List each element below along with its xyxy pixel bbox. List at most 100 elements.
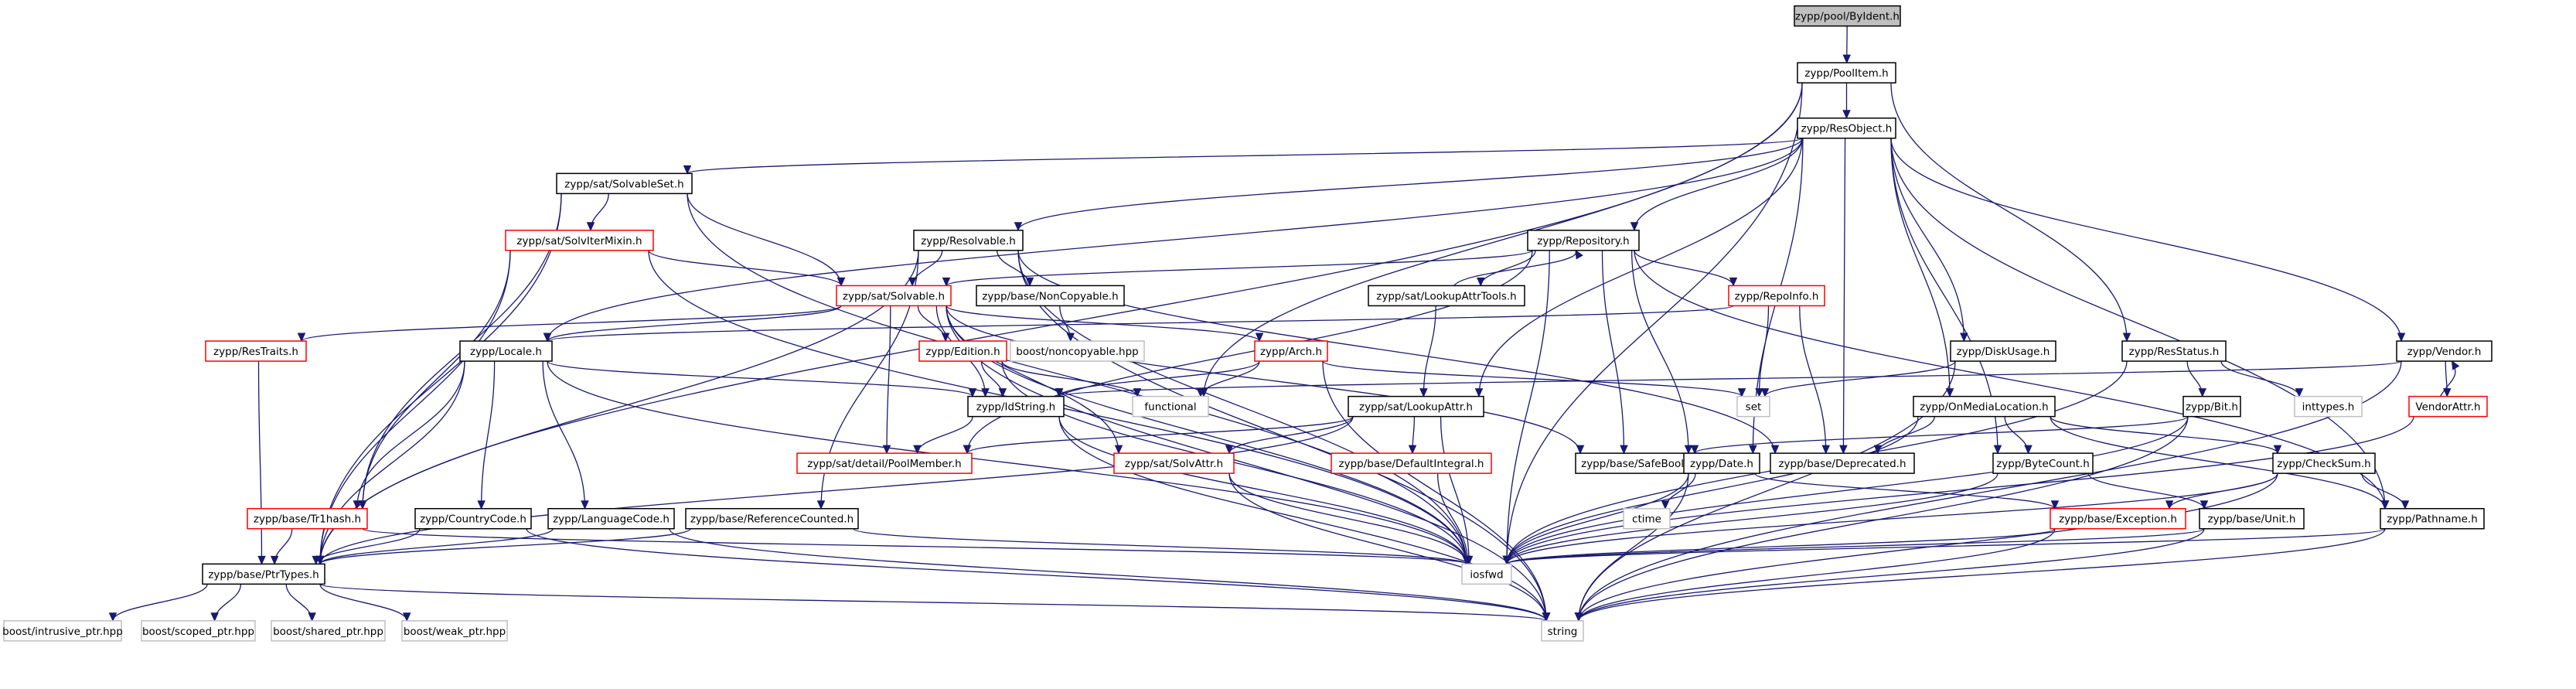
edge-arrowhead	[1476, 277, 1485, 287]
node-date[interactable]: zypp/Date.h	[1683, 452, 1760, 474]
node-bytecount[interactable]: zypp/ByteCount.h	[1992, 452, 2094, 474]
node-trhash[interactable]: zypp/base/Tr1hash.h	[247, 507, 368, 530]
node-label: zypp/RepoInfo.h	[1735, 290, 1819, 302]
node-box	[2050, 507, 2186, 530]
edge-line	[480, 361, 496, 509]
node-bit[interactable]: zypp/Bit.h	[2182, 395, 2241, 418]
node-safebool[interactable]: zypp/base/SafeBool.h	[1575, 452, 1700, 474]
node-label: boost/scoped_ptr.hpp	[142, 626, 254, 638]
node-edition[interactable]: zypp/Edition.h	[918, 340, 1007, 362]
node-label: inttypes.h	[2302, 401, 2355, 414]
edge-solvitermixin-to-solvable	[648, 250, 846, 287]
node-arch[interactable]: zypp/Arch.h	[1254, 340, 1328, 362]
node-solvitermixin[interactable]: zypp/sat/SolvIterMixin.h	[505, 230, 654, 251]
edge-lookupattr-to-defaultintegral	[1408, 416, 1417, 455]
node-defaultintegral[interactable]: zypp/base/DefaultIntegral.h	[1331, 452, 1492, 474]
node-repository[interactable]: zypp/Repository.h	[1527, 230, 1640, 251]
node-solvable[interactable]: zypp/sat/Solvable.h	[836, 285, 952, 307]
edge-arrowhead	[1755, 388, 1763, 397]
node-checksum[interactable]: zypp/CheckSum.h	[2272, 452, 2376, 474]
edge-arrowhead	[1842, 110, 1851, 119]
node-onmedialocation[interactable]: zypp/OnMediaLocation.h	[1913, 395, 2056, 418]
node-byident[interactable]: zypp/pool/ByIdent.h	[1794, 5, 1901, 27]
edge-line	[1601, 250, 1625, 454]
edge-line	[319, 83, 1803, 565]
edge-arrowhead	[1408, 445, 1417, 455]
node-label: zypp/LanguageCode.h	[553, 513, 670, 526]
edge-repoinfo-to-set	[1755, 305, 1770, 397]
node-vendorattr[interactable]: VendorAttr.h	[2408, 395, 2488, 418]
edge-line	[547, 305, 1734, 342]
node-box	[459, 340, 553, 362]
node-lookupattrtools[interactable]: zypp/sat/LookupAttrTools.h	[1368, 285, 1525, 307]
edge-line	[526, 528, 1547, 622]
edge-resobject-to-solvableset	[683, 138, 1803, 175]
edge-arrowhead	[1661, 500, 1670, 510]
node-box	[1575, 452, 1700, 474]
node-deprecated[interactable]: zypp/base/Deprecated.h	[1770, 452, 1915, 474]
edge-arrowhead	[297, 333, 306, 343]
edge-arrowhead	[1196, 388, 1205, 397]
node-poolmember[interactable]: zypp/sat/detail/PoolMember.h	[796, 452, 973, 474]
node-label: zypp/IdString.h	[976, 401, 1055, 414]
edge-onmedialocation-to-bytecount	[2004, 416, 2033, 455]
edge-line	[1423, 305, 1436, 397]
node-exception[interactable]: zypp/base/Exception.h	[2050, 507, 2186, 530]
node-poolitem[interactable]: zypp/PoolItem.h	[1797, 62, 1896, 84]
node-box	[1254, 340, 1328, 362]
edge-line	[1799, 305, 1827, 454]
node-lookupattr[interactable]: zypp/sat/LookupAttr.h	[1348, 395, 1484, 418]
node-ptrtypes[interactable]: zypp/base/PtrTypes.h	[202, 563, 325, 585]
node-label: boost/intrusive_ptr.hpp	[2, 626, 123, 638]
node-refcounted[interactable]: zypp/base/ReferenceCounted.h	[685, 507, 859, 530]
node-label: zypp/sat/SolvIterMixin.h	[516, 235, 642, 247]
edge-locale-to-ptrtypes	[315, 361, 465, 565]
edge-line	[1322, 360, 1743, 397]
node-vendor[interactable]: zypp/Vendor.h	[2396, 340, 2493, 362]
edge-line	[1754, 472, 2056, 510]
node-restraits[interactable]: zypp/ResTraits.h	[205, 340, 307, 362]
edge-resobject-to-resolvable	[1014, 138, 1803, 232]
node-box	[2182, 395, 2241, 418]
edge-locale-to-languagecode	[542, 361, 589, 510]
node-locale[interactable]: zypp/Locale.h	[459, 340, 553, 362]
node-unit[interactable]: zypp/base/Unit.h	[2199, 507, 2305, 530]
edge-arrowhead	[981, 388, 990, 397]
edge-ptrtypes-to-scoped	[210, 584, 242, 622]
node-idstring[interactable]: zypp/IdString.h	[967, 395, 1065, 418]
edge-line	[1228, 416, 1354, 454]
edge-arrowhead	[543, 333, 552, 343]
node-label: zypp/DiskUsage.h	[1957, 346, 2050, 358]
edge-arrowhead	[1575, 249, 1583, 260]
node-label: boost/shared_ptr.hpp	[273, 626, 383, 638]
node-box	[796, 452, 973, 474]
node-label: zypp/PoolItem.h	[1804, 67, 1888, 80]
edge-arrowhead	[2198, 388, 2207, 397]
edge-onmedialocation-to-pathname	[2050, 416, 2390, 510]
node-label: zypp/Vendor.h	[2407, 346, 2482, 358]
edge-arrowhead	[270, 555, 279, 565]
node-resstatus[interactable]: zypp/ResStatus.h	[2121, 340, 2227, 362]
node-pathname[interactable]: zypp/Pathname.h	[2380, 507, 2485, 530]
edge-line	[1578, 416, 2189, 621]
node-solvableset[interactable]: zypp/sat/SolvableSet.h	[556, 172, 693, 195]
edge-repository-to-solvable	[942, 250, 1533, 287]
node-resolvable[interactable]: zypp/Resolvable.h	[913, 230, 1024, 251]
edge-arrowhead	[1770, 445, 1780, 455]
node-solvattr[interactable]: zypp/sat/SolvAttr.h	[1113, 452, 1235, 474]
node-weak: boost/weak_ptr.hpp	[401, 620, 508, 642]
node-countrycode[interactable]: zypp/CountryCode.h	[414, 507, 532, 530]
edge-line	[1506, 528, 2386, 565]
node-languagecode[interactable]: zypp/LanguageCode.h	[547, 507, 675, 530]
edge-resolvable-to-noncopyable	[996, 250, 1034, 287]
edge-arrowhead	[837, 277, 846, 287]
node-resobject[interactable]: zypp/ResObject.h	[1797, 117, 1896, 139]
edge-solvable-to-arch	[946, 305, 1264, 343]
node-repoinfo[interactable]: zypp/RepoInfo.h	[1728, 285, 1825, 307]
edge-line	[1228, 473, 1547, 621]
edge-arch-to-set	[1322, 360, 1746, 397]
node-noncopyable[interactable]: zypp/base/NonCopyable.h	[976, 285, 1125, 307]
node-box	[414, 507, 532, 530]
node-diskusage[interactable]: zypp/DiskUsage.h	[1950, 340, 2056, 362]
edge-poolitem-to-resobject	[1842, 83, 1851, 119]
